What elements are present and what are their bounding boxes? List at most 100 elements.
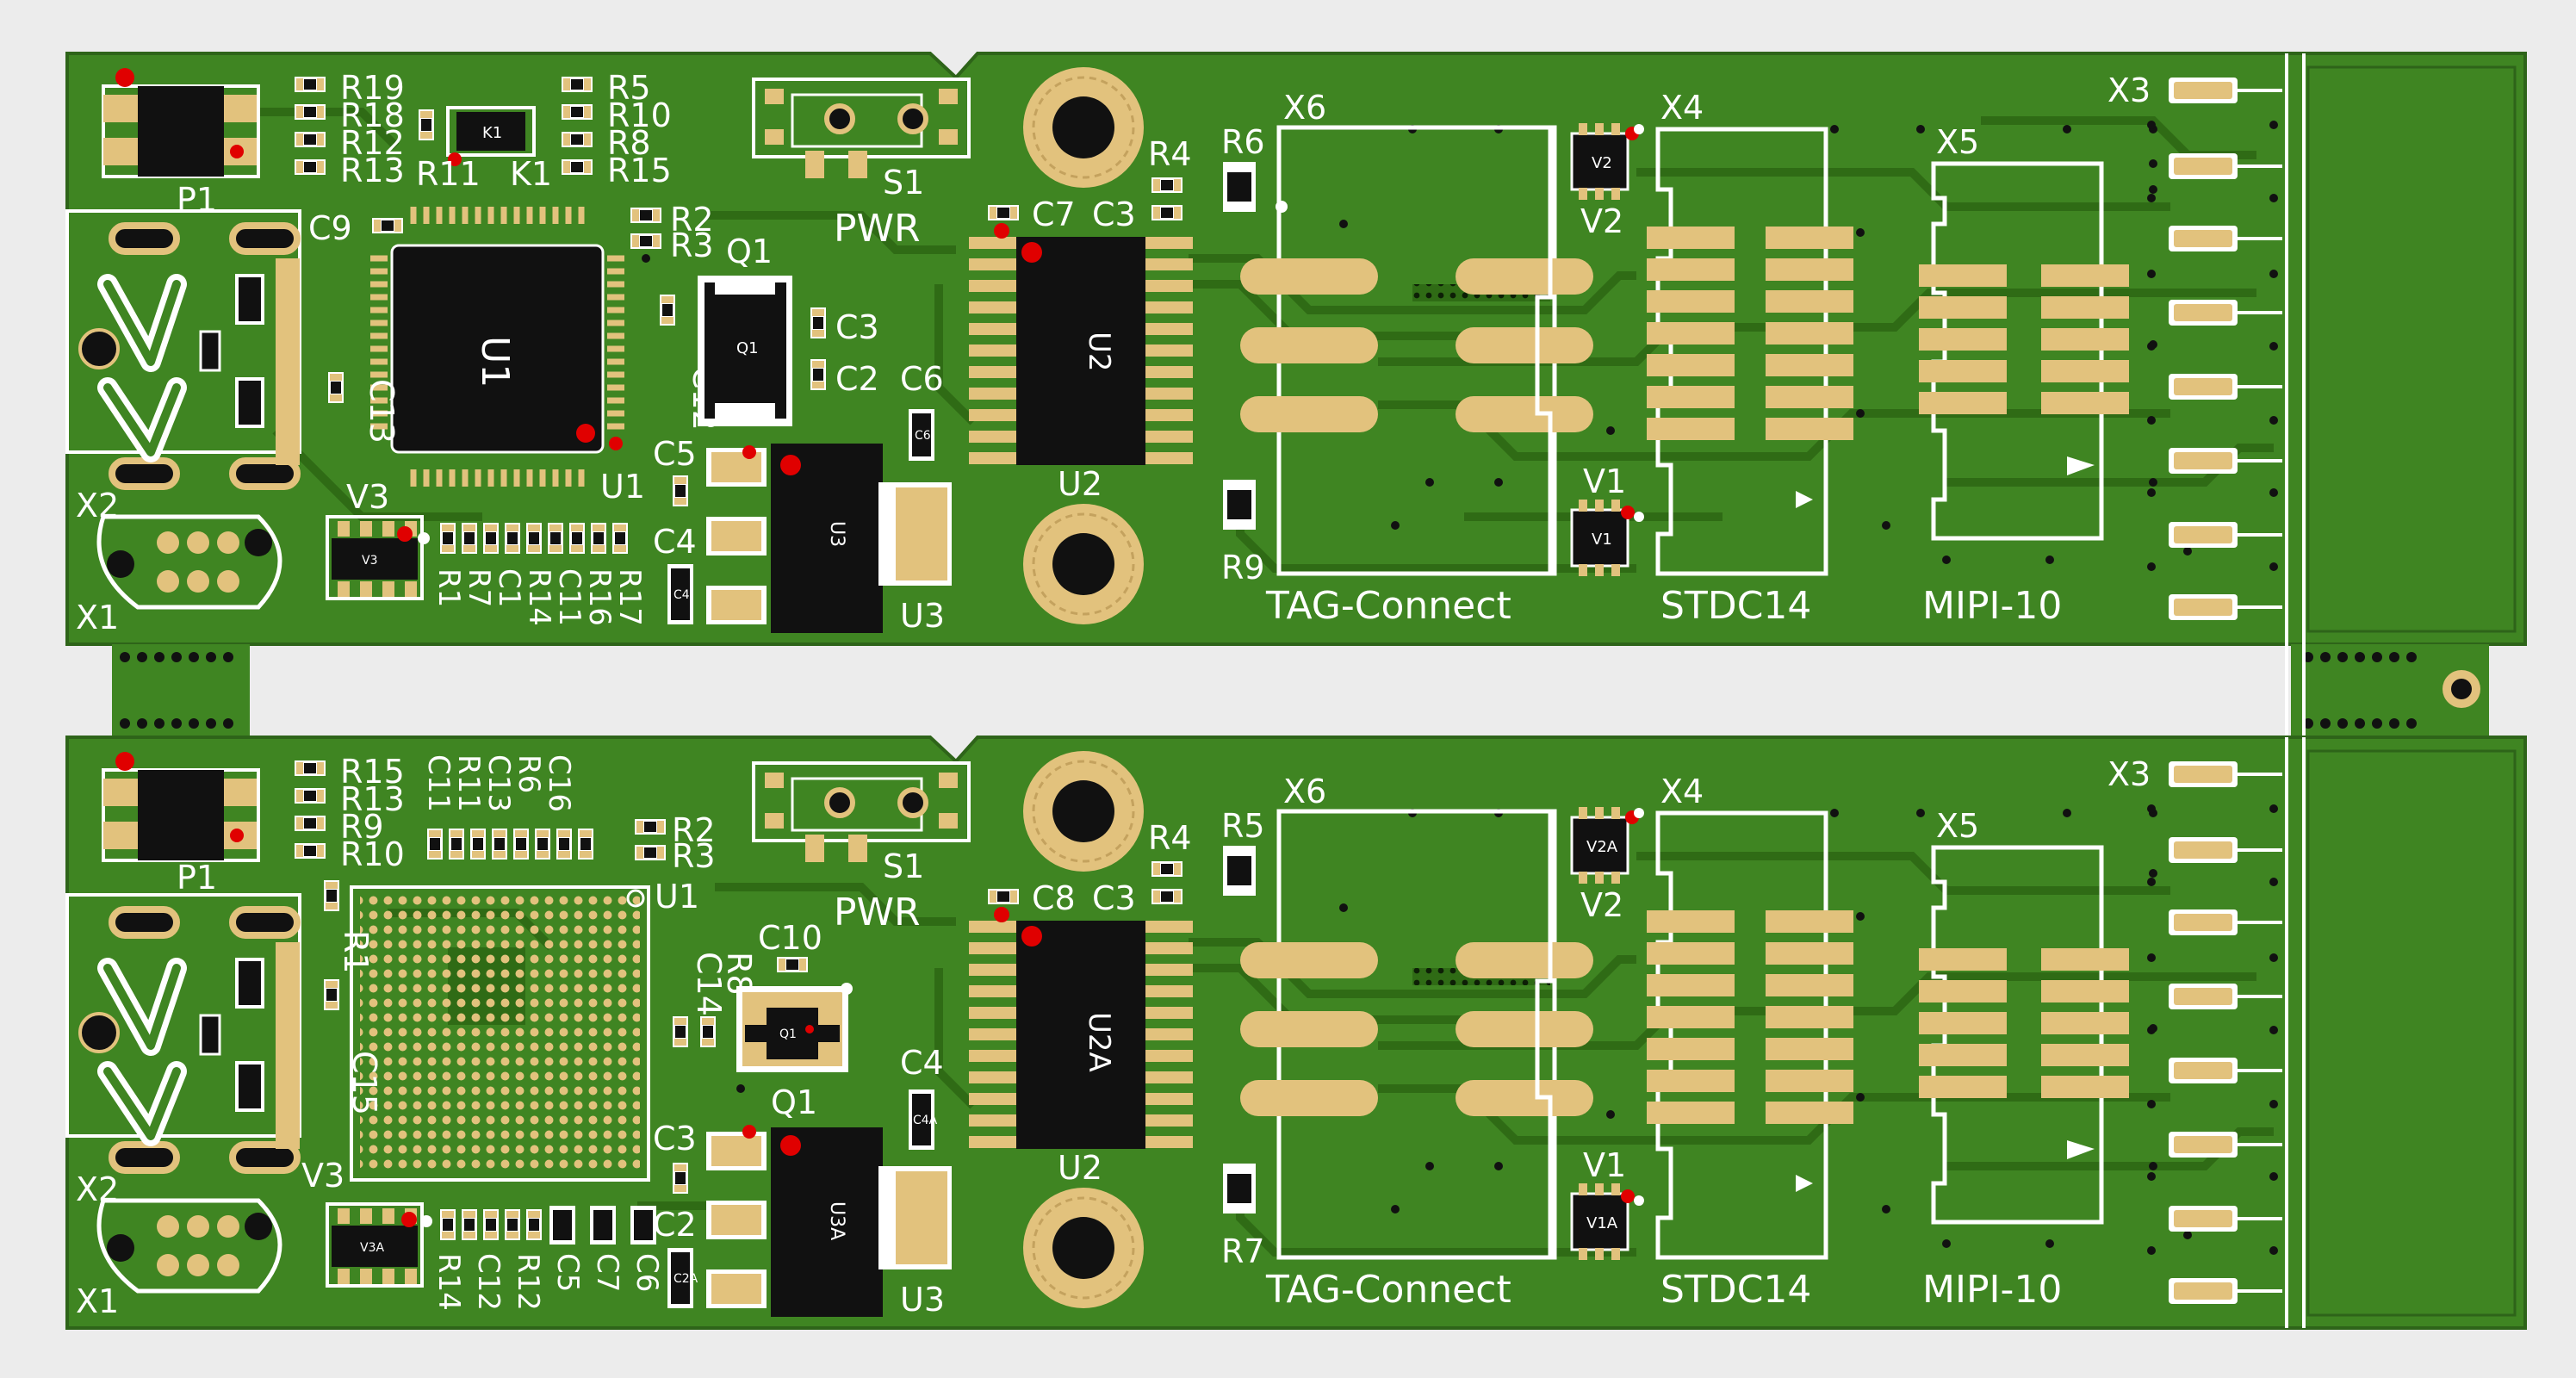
k1-label: K1 — [510, 155, 552, 193]
u3-label: U3 — [900, 597, 945, 635]
breakaway-tabs — [112, 644, 2489, 737]
bot-label-6: C6 — [630, 1253, 664, 1292]
bottom-resistor-row — [440, 1206, 656, 1245]
pwr-label: PWR — [834, 207, 921, 251]
pwr-label: PWR — [834, 891, 921, 934]
board-1: P1 X2 X1 — [65, 52, 2527, 646]
s1-label: S1 — [883, 847, 924, 885]
bot-label-3: C1 — [492, 568, 526, 607]
top-label-1: C11 — [421, 754, 456, 812]
c4-cap: C4 — [667, 564, 693, 624]
bot-label-6: R16 — [582, 568, 617, 626]
x6-tag-connect[interactable] — [1240, 125, 1593, 576]
x5-mipi10[interactable] — [1919, 161, 2129, 541]
v3-label: V3 — [346, 478, 389, 516]
c10-label: C10 — [758, 919, 822, 957]
bot-label-4: R14 — [522, 568, 556, 626]
x4-stdc14[interactable] — [1647, 127, 1853, 576]
u1-bga — [350, 885, 650, 1182]
c13-label: C13 — [363, 379, 400, 444]
x1-label: X1 — [76, 1282, 119, 1320]
p1-label: P1 — [177, 181, 217, 219]
res-label-8: R15 — [607, 152, 672, 189]
c3q-label: C3 — [835, 308, 879, 346]
u3-chip-text: U3A — [826, 1201, 847, 1240]
r4-label: R4 — [1148, 135, 1192, 173]
x6-label: X6 — [1283, 89, 1326, 127]
v3-component: V3 — [326, 515, 430, 600]
c15-label: C15 — [345, 1051, 383, 1115]
x6-tag-connect[interactable] — [1240, 809, 1593, 1260]
x5-mipi10[interactable] — [1919, 845, 2129, 1225]
v3-chip-text: V3 — [362, 554, 377, 568]
x4-label: X4 — [1660, 89, 1704, 127]
c7-label: C7 — [1032, 196, 1076, 233]
r11-label: R11 — [416, 155, 481, 193]
bot-label-2: R7 — [462, 568, 496, 607]
v3-label: V3 — [301, 1157, 345, 1195]
r-bot-resistor — [1223, 480, 1256, 530]
s1-switch[interactable] — [752, 78, 971, 178]
c4-cap: C4A — [909, 1089, 938, 1150]
usb-connector — [65, 893, 301, 1174]
res-label-6: R10 — [607, 96, 672, 134]
tag-connect-label: TAG-Connect — [1265, 1268, 1511, 1312]
bot-label-2: C12 — [471, 1253, 506, 1311]
r-top-label: R6 — [1221, 123, 1265, 161]
bot-label-3: R12 — [511, 1253, 545, 1311]
v1-label: V1 — [1583, 1146, 1626, 1184]
c4-chip-text: C4A — [913, 1114, 938, 1127]
v2-component: V2A — [1570, 807, 1644, 884]
u1-label: U1 — [600, 468, 645, 506]
u1-label: U1 — [655, 878, 699, 916]
v2-label: V2 — [1580, 886, 1623, 924]
r3-label: R3 — [670, 227, 714, 264]
u1-chip: U1 — [370, 207, 624, 487]
v1-label: V1 — [1583, 462, 1626, 500]
r-top-label: R5 — [1221, 807, 1265, 845]
u3-regulator: U3A — [706, 1125, 952, 1317]
mount-hole — [1021, 65, 1145, 189]
res-label-4: R10 — [340, 835, 405, 873]
q1-transistor: Q1 — [736, 983, 853, 1072]
v2-chip-text: V2 — [1592, 154, 1612, 172]
u3-label: U3 — [900, 1281, 945, 1319]
q1-chip-text: Q1 — [779, 1027, 797, 1041]
v2-label: V2 — [1580, 202, 1623, 240]
x1-header — [96, 1198, 282, 1294]
s1-switch[interactable] — [752, 761, 971, 862]
bot-label-1: R1 — [431, 568, 466, 607]
res-label-4: R13 — [340, 152, 405, 189]
k1-chip-text: K1 — [482, 124, 502, 142]
p1-component — [102, 68, 260, 178]
v1-component: V1A — [1570, 1183, 1644, 1260]
v3-chip-text: V3A — [360, 1241, 384, 1255]
top-label-4: R6 — [512, 754, 546, 793]
u3-regulator: U3 — [706, 444, 952, 633]
v2-component: V2 — [1570, 123, 1644, 200]
bot-label-5: C11 — [552, 568, 587, 626]
mount-hole — [1021, 502, 1145, 626]
mount-hole — [1021, 749, 1145, 873]
q1-label: Q1 — [771, 1083, 817, 1121]
top-label-3: C13 — [481, 754, 516, 812]
bottom-labels: R14 C12 R12 C5 C7 C6 — [431, 1253, 664, 1311]
x4-stdc14[interactable] — [1647, 810, 1853, 1260]
x3-label: X3 — [2107, 755, 2151, 793]
c2-cap: C2A — [667, 1248, 698, 1308]
v3-component: V3A — [326, 1202, 432, 1288]
c3-label: C3 — [1092, 879, 1136, 917]
c4-chip-text: C4 — [673, 588, 690, 602]
r2-label: R2 — [672, 811, 716, 849]
c6-label: C6 — [900, 360, 944, 398]
v1-chip-text: V1A — [1586, 1214, 1618, 1232]
u3-chip-text: U3 — [826, 521, 847, 547]
u2-label: U2 — [1058, 1149, 1102, 1187]
res-label-7: R8 — [607, 124, 651, 162]
x2-label: X2 — [76, 1170, 119, 1208]
q1-transistor: Q1 — [698, 276, 792, 426]
mount-hole — [1021, 1186, 1145, 1310]
x1-label: X1 — [76, 599, 119, 636]
r-bot-label: R7 — [1221, 1232, 1265, 1270]
r-top-resistor — [1223, 846, 1256, 896]
